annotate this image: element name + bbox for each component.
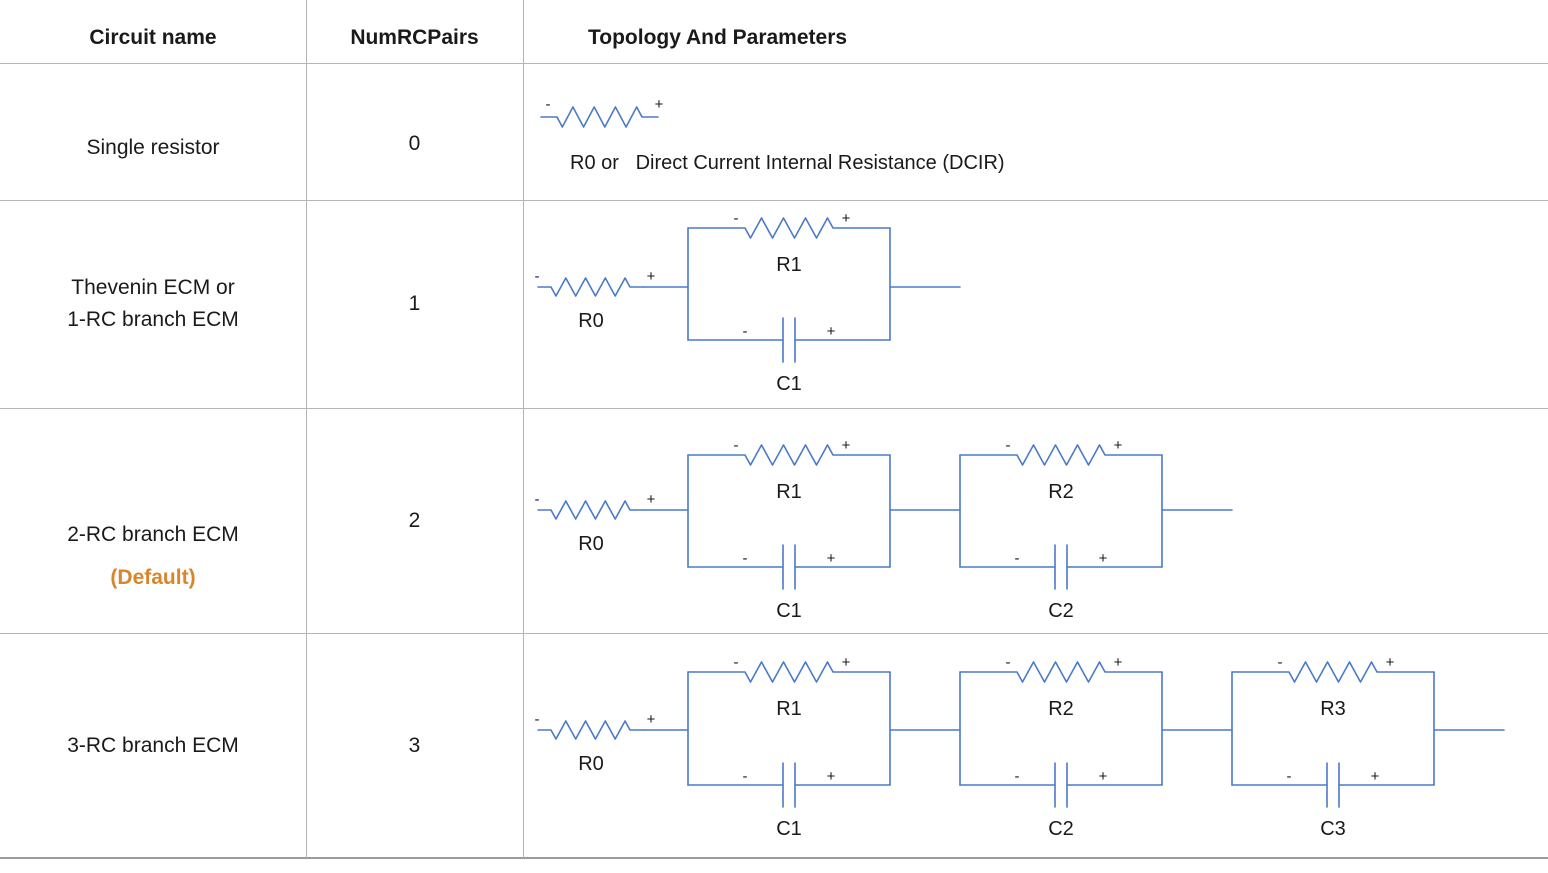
num-rc-pairs-value: 1 <box>408 292 421 315</box>
circuit-diagram-single-resistor: -+ <box>540 96 664 128</box>
plus-sign: + <box>647 491 656 508</box>
plus-sign: + <box>647 268 656 285</box>
minus-sign: - <box>734 437 739 454</box>
series-resistor-zigzag <box>540 106 659 128</box>
minus-sign: - <box>1287 768 1292 785</box>
parallel-resistor-zigzag <box>687 444 891 466</box>
minus-sign: - <box>546 96 551 113</box>
plus-sign: + <box>842 437 851 454</box>
plus-sign: + <box>655 96 664 113</box>
minus-sign: - <box>734 654 739 671</box>
series-resistor-zigzag <box>537 277 644 297</box>
circuit-name-line: 2-RC branch ECM <box>67 523 239 546</box>
minus-sign: - <box>1015 768 1020 785</box>
row-divider <box>0 408 1548 409</box>
capacitor-label: C2 <box>1048 818 1074 840</box>
plus-sign: + <box>1099 768 1108 785</box>
row-divider <box>0 633 1548 634</box>
column-header-topology-and-parameters: Topology And Parameters <box>588 26 848 49</box>
plus-sign: + <box>647 711 656 728</box>
resistor-label: R1 <box>776 698 802 720</box>
circuit-name-line: Thevenin ECM or <box>71 276 235 299</box>
minus-sign: - <box>734 210 739 227</box>
plus-sign: + <box>1114 437 1123 454</box>
num-rc-pairs-value: 3 <box>408 733 421 757</box>
default-badge: (Default) <box>110 566 196 589</box>
circuit-name-cell-thevenin: Thevenin ECM or 1-RC branch ECM <box>0 200 306 408</box>
resistor-label: R2 <box>1048 481 1074 503</box>
num-rc-pairs-value: 2 <box>408 508 421 532</box>
resistor-label: R3 <box>1320 698 1346 720</box>
minus-sign: - <box>535 711 540 728</box>
plus-sign: + <box>842 210 851 227</box>
column-divider <box>306 0 307 858</box>
num-rc-pairs-value: 0 <box>408 131 421 155</box>
column-header-circuit-name: Circuit name <box>89 26 217 49</box>
column-header-num-rc-pairs: NumRCPairs <box>350 26 479 49</box>
plus-sign: + <box>1386 654 1395 671</box>
resistor-label: R1 <box>776 481 802 503</box>
parallel-resistor-zigzag <box>687 217 891 239</box>
minus-sign: - <box>1278 654 1283 671</box>
circuit-name-cell-2rc: 2-RC branch ECM (Default) <box>0 408 306 669</box>
capacitor-label: C1 <box>776 818 802 840</box>
plus-sign: + <box>827 550 836 567</box>
circuit-name-line: 3-RC branch ECM <box>67 733 239 757</box>
resistor-label: R1 <box>776 254 802 276</box>
row-divider <box>0 63 1548 64</box>
resistor-label: R2 <box>1048 698 1074 720</box>
minus-sign: - <box>1006 654 1011 671</box>
parallel-resistor-zigzag <box>959 444 1163 466</box>
table-bottom-border <box>0 857 1548 859</box>
column-divider <box>523 0 524 858</box>
parallel-resistor-zigzag <box>959 661 1163 683</box>
plus-sign: + <box>1099 550 1108 567</box>
minus-sign: - <box>743 768 748 785</box>
plus-sign: + <box>1114 654 1123 671</box>
minus-sign: - <box>1015 550 1020 567</box>
series-resistor-label: R0 <box>578 753 604 775</box>
capacitor-label: C1 <box>776 373 802 395</box>
circuit-name-cell-single-resistor: Single resistor <box>0 63 306 216</box>
minus-sign: - <box>535 491 540 508</box>
circuit-name-line: Single resistor <box>86 135 220 159</box>
minus-sign: - <box>743 323 748 340</box>
plus-sign: + <box>842 654 851 671</box>
series-resistor-zigzag <box>537 500 644 520</box>
parallel-resistor-zigzag <box>687 661 891 683</box>
minus-sign: - <box>535 268 540 285</box>
minus-sign: - <box>743 550 748 567</box>
capacitor-label: C1 <box>776 600 802 622</box>
capacitor-label: C3 <box>1320 818 1346 840</box>
circuit-name-line: 1-RC branch ECM <box>67 308 239 331</box>
series-resistor-zigzag <box>537 720 644 740</box>
circuit-caption: R0 or Direct Current Internal Resistance… <box>570 152 1005 174</box>
circuit-name-cell-3rc: 3-RC branch ECM <box>0 633 306 858</box>
series-resistor-label: R0 <box>578 310 604 332</box>
plus-sign: + <box>827 323 836 340</box>
capacitor-label: C2 <box>1048 600 1074 622</box>
minus-sign: - <box>1006 437 1011 454</box>
parallel-resistor-zigzag <box>1231 661 1435 683</box>
plus-sign: + <box>827 768 836 785</box>
series-resistor-label: R0 <box>578 533 604 555</box>
plus-sign: + <box>1371 768 1380 785</box>
row-divider <box>0 200 1548 201</box>
